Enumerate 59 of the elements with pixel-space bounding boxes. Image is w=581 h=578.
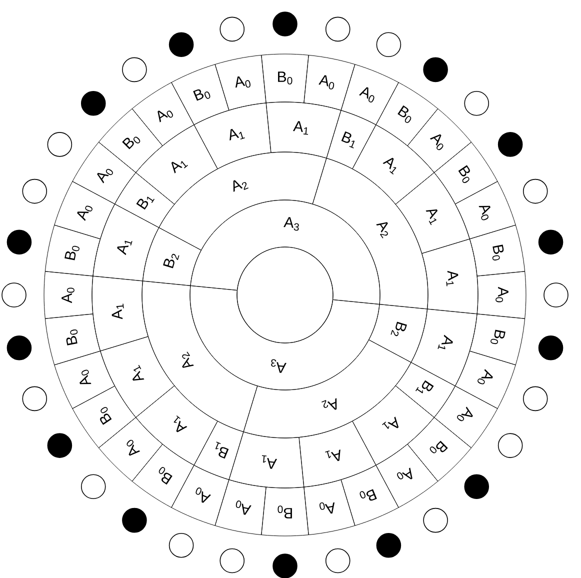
circle-marker	[220, 548, 245, 574]
dot-marker	[423, 57, 448, 82]
circle-marker	[376, 32, 402, 58]
ring-cell: A$_{0}$	[304, 54, 356, 111]
circle-marker	[325, 548, 350, 574]
dot-marker	[538, 230, 564, 255]
circle-marker	[2, 282, 26, 308]
dot-marker	[80, 90, 106, 116]
dot-marker	[272, 12, 298, 36]
dot-marker	[538, 335, 564, 360]
circle-marker	[22, 178, 48, 204]
ring-cell: A$_{1}$	[92, 276, 148, 352]
circle-marker	[522, 386, 548, 412]
ring-cell: A$_{1}$	[422, 238, 478, 314]
dot-marker	[498, 132, 523, 157]
ring-cell: A$_{0}$	[476, 271, 526, 319]
dot-marker	[272, 554, 298, 578]
circle-marker	[22, 386, 48, 412]
ring-cell: A$_{0}$	[214, 54, 266, 111]
ring-cell: A$_{0}$	[214, 479, 266, 536]
center-circle	[236, 246, 334, 344]
circle-marker	[522, 178, 548, 204]
ring-cell: A$_{0}$	[171, 464, 230, 526]
ring-cell: B$_{2}$	[368, 304, 428, 363]
circle-marker	[80, 474, 106, 500]
ring-cell: B$_{0}$	[261, 54, 309, 104]
ring-cell: B$_{0}$	[44, 224, 101, 276]
ring-cell: A$_{1}$	[194, 102, 272, 170]
ring-cell: A$_{0}$	[340, 64, 399, 126]
ring-cell: B$_{1}$	[395, 362, 456, 418]
circle-marker	[325, 16, 350, 42]
dot-marker	[168, 32, 194, 58]
circle-marker	[464, 90, 490, 116]
dot-marker	[464, 474, 490, 500]
dot-marker	[47, 433, 72, 458]
ring-cell: A$_{0}$	[44, 271, 94, 319]
ring-cell: B$_{0}$	[469, 224, 526, 276]
circle-marker	[220, 16, 245, 42]
ring-cell: B$_{1}$	[114, 172, 175, 228]
ring-cell: A$_{0}$	[304, 479, 356, 536]
ring-cell: B$_{0}$	[469, 314, 526, 366]
ring-cell: A$_{1}$	[298, 420, 376, 488]
circle-marker	[544, 282, 568, 308]
dot-marker	[6, 335, 32, 360]
circle-marker	[168, 532, 194, 558]
ring-cell: B$_{2}$	[142, 227, 202, 286]
dot-marker	[122, 508, 147, 533]
ring-cell: A$_{1}$	[228, 432, 304, 488]
circle-marker	[47, 132, 72, 157]
ring-cell: A$_{1}$	[266, 102, 342, 158]
ring-cell: B$_{1}$	[194, 420, 244, 480]
ring-cell: B$_{0}$	[44, 314, 101, 366]
dot-marker	[6, 230, 32, 255]
ring-cell: B$_{1}$	[326, 110, 376, 170]
dot-marker	[376, 532, 402, 558]
ring-cell: B$_{0}$	[261, 486, 309, 536]
circle-marker	[498, 433, 523, 458]
circle-marker	[423, 508, 448, 533]
circle-marker	[122, 57, 147, 82]
